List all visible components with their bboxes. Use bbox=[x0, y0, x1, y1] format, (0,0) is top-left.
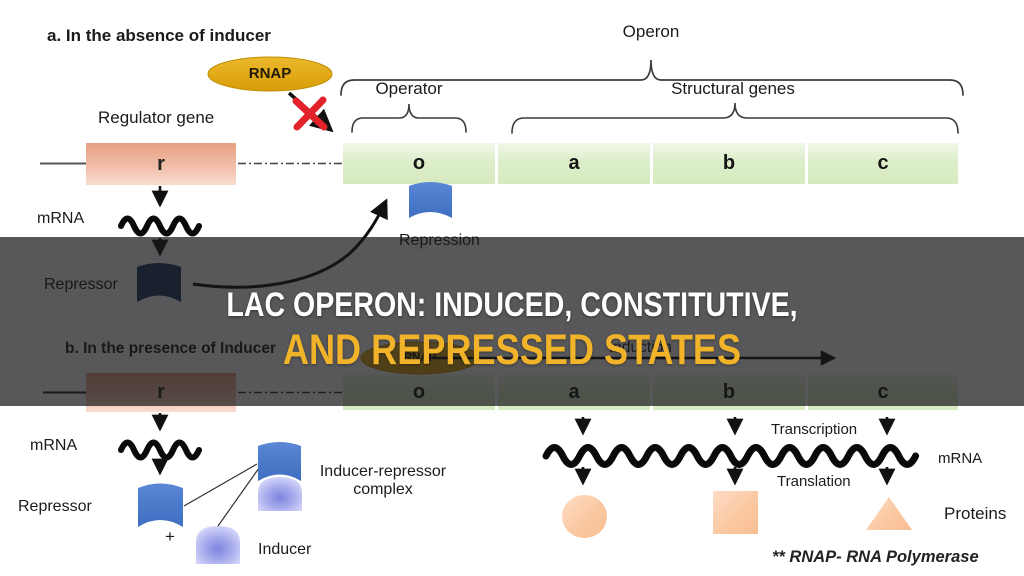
mrna-label-b: mRNA bbox=[30, 437, 78, 454]
regulator-gene-label: Regulator gene bbox=[98, 108, 215, 127]
gene-box-o-a: o bbox=[343, 143, 495, 184]
regulator-gene-box-a: r bbox=[86, 143, 236, 185]
gene-box-c-a: c bbox=[808, 143, 958, 184]
protein-triangle bbox=[866, 497, 912, 530]
gene-letter-c-a: c bbox=[877, 152, 889, 174]
mrna-squiggle-a bbox=[118, 215, 202, 237]
mrna-right-label: mRNA bbox=[938, 450, 983, 467]
plus-sign: + bbox=[165, 527, 175, 546]
gene-letter-b-a: b bbox=[722, 152, 736, 174]
protein-circle bbox=[562, 495, 607, 538]
mrna-label-a: mRNA bbox=[37, 210, 85, 227]
structural-genes-brace bbox=[511, 102, 959, 134]
regulator-gene-letter-a: r bbox=[157, 152, 165, 175]
operator-label: Operator bbox=[375, 79, 443, 98]
gene-letter-a-a: a bbox=[568, 152, 580, 174]
section-a-heading: a. In the absence of inducer bbox=[47, 26, 271, 45]
rnap-label-a: RNAP bbox=[248, 65, 292, 82]
inducer-shape bbox=[196, 526, 240, 564]
proteins-label: Proteins bbox=[944, 504, 1007, 523]
polycistronic-mrna-squiggle bbox=[542, 444, 920, 468]
gene-box-b-a: b bbox=[653, 143, 805, 184]
complex-label-line2: complex bbox=[353, 481, 413, 498]
rnap-footnote: ** RNAP- RNA Polymerase bbox=[772, 548, 979, 566]
structural-genes-label: Structural genes bbox=[671, 79, 795, 98]
inducer-label: Inducer bbox=[258, 541, 312, 558]
transcription-label: Transcription bbox=[771, 421, 858, 438]
operator-brace bbox=[351, 103, 467, 133]
red-x-icon bbox=[292, 96, 328, 131]
repressor-label-b: Repressor bbox=[18, 498, 92, 515]
rnap-blocked-arrow bbox=[287, 91, 334, 133]
complex-label-line1: Inducer-repressor bbox=[319, 463, 447, 480]
protein-square bbox=[713, 491, 758, 534]
repressor-on-operator-shape bbox=[409, 182, 452, 218]
video-title-line1: LAC OPERON: INDUCED, CONSTITUTIVE, bbox=[226, 286, 798, 324]
complex-repressor-part bbox=[258, 442, 301, 481]
complex-label: Inducer-repressor complex bbox=[308, 463, 458, 499]
gene-letter-o-a: o bbox=[412, 152, 426, 174]
mrna-squiggle-b bbox=[118, 439, 202, 461]
repressor-shape-b bbox=[138, 483, 183, 527]
video-title-line2: AND REPRESSED STATES bbox=[282, 326, 742, 374]
connector-inducer-to-complex bbox=[217, 467, 260, 527]
video-title-line2-wrap: AND REPRESSED STATES bbox=[0, 326, 1024, 375]
complex-inducer-part bbox=[258, 477, 302, 511]
video-title-line1-wrap: LAC OPERON: INDUCED, CONSTITUTIVE, bbox=[0, 286, 1024, 325]
translation-label: Translation bbox=[777, 473, 851, 490]
connector-repressor-to-complex bbox=[183, 463, 258, 507]
operon-label: Operon bbox=[622, 22, 680, 41]
gene-box-a-a: a bbox=[498, 143, 650, 184]
